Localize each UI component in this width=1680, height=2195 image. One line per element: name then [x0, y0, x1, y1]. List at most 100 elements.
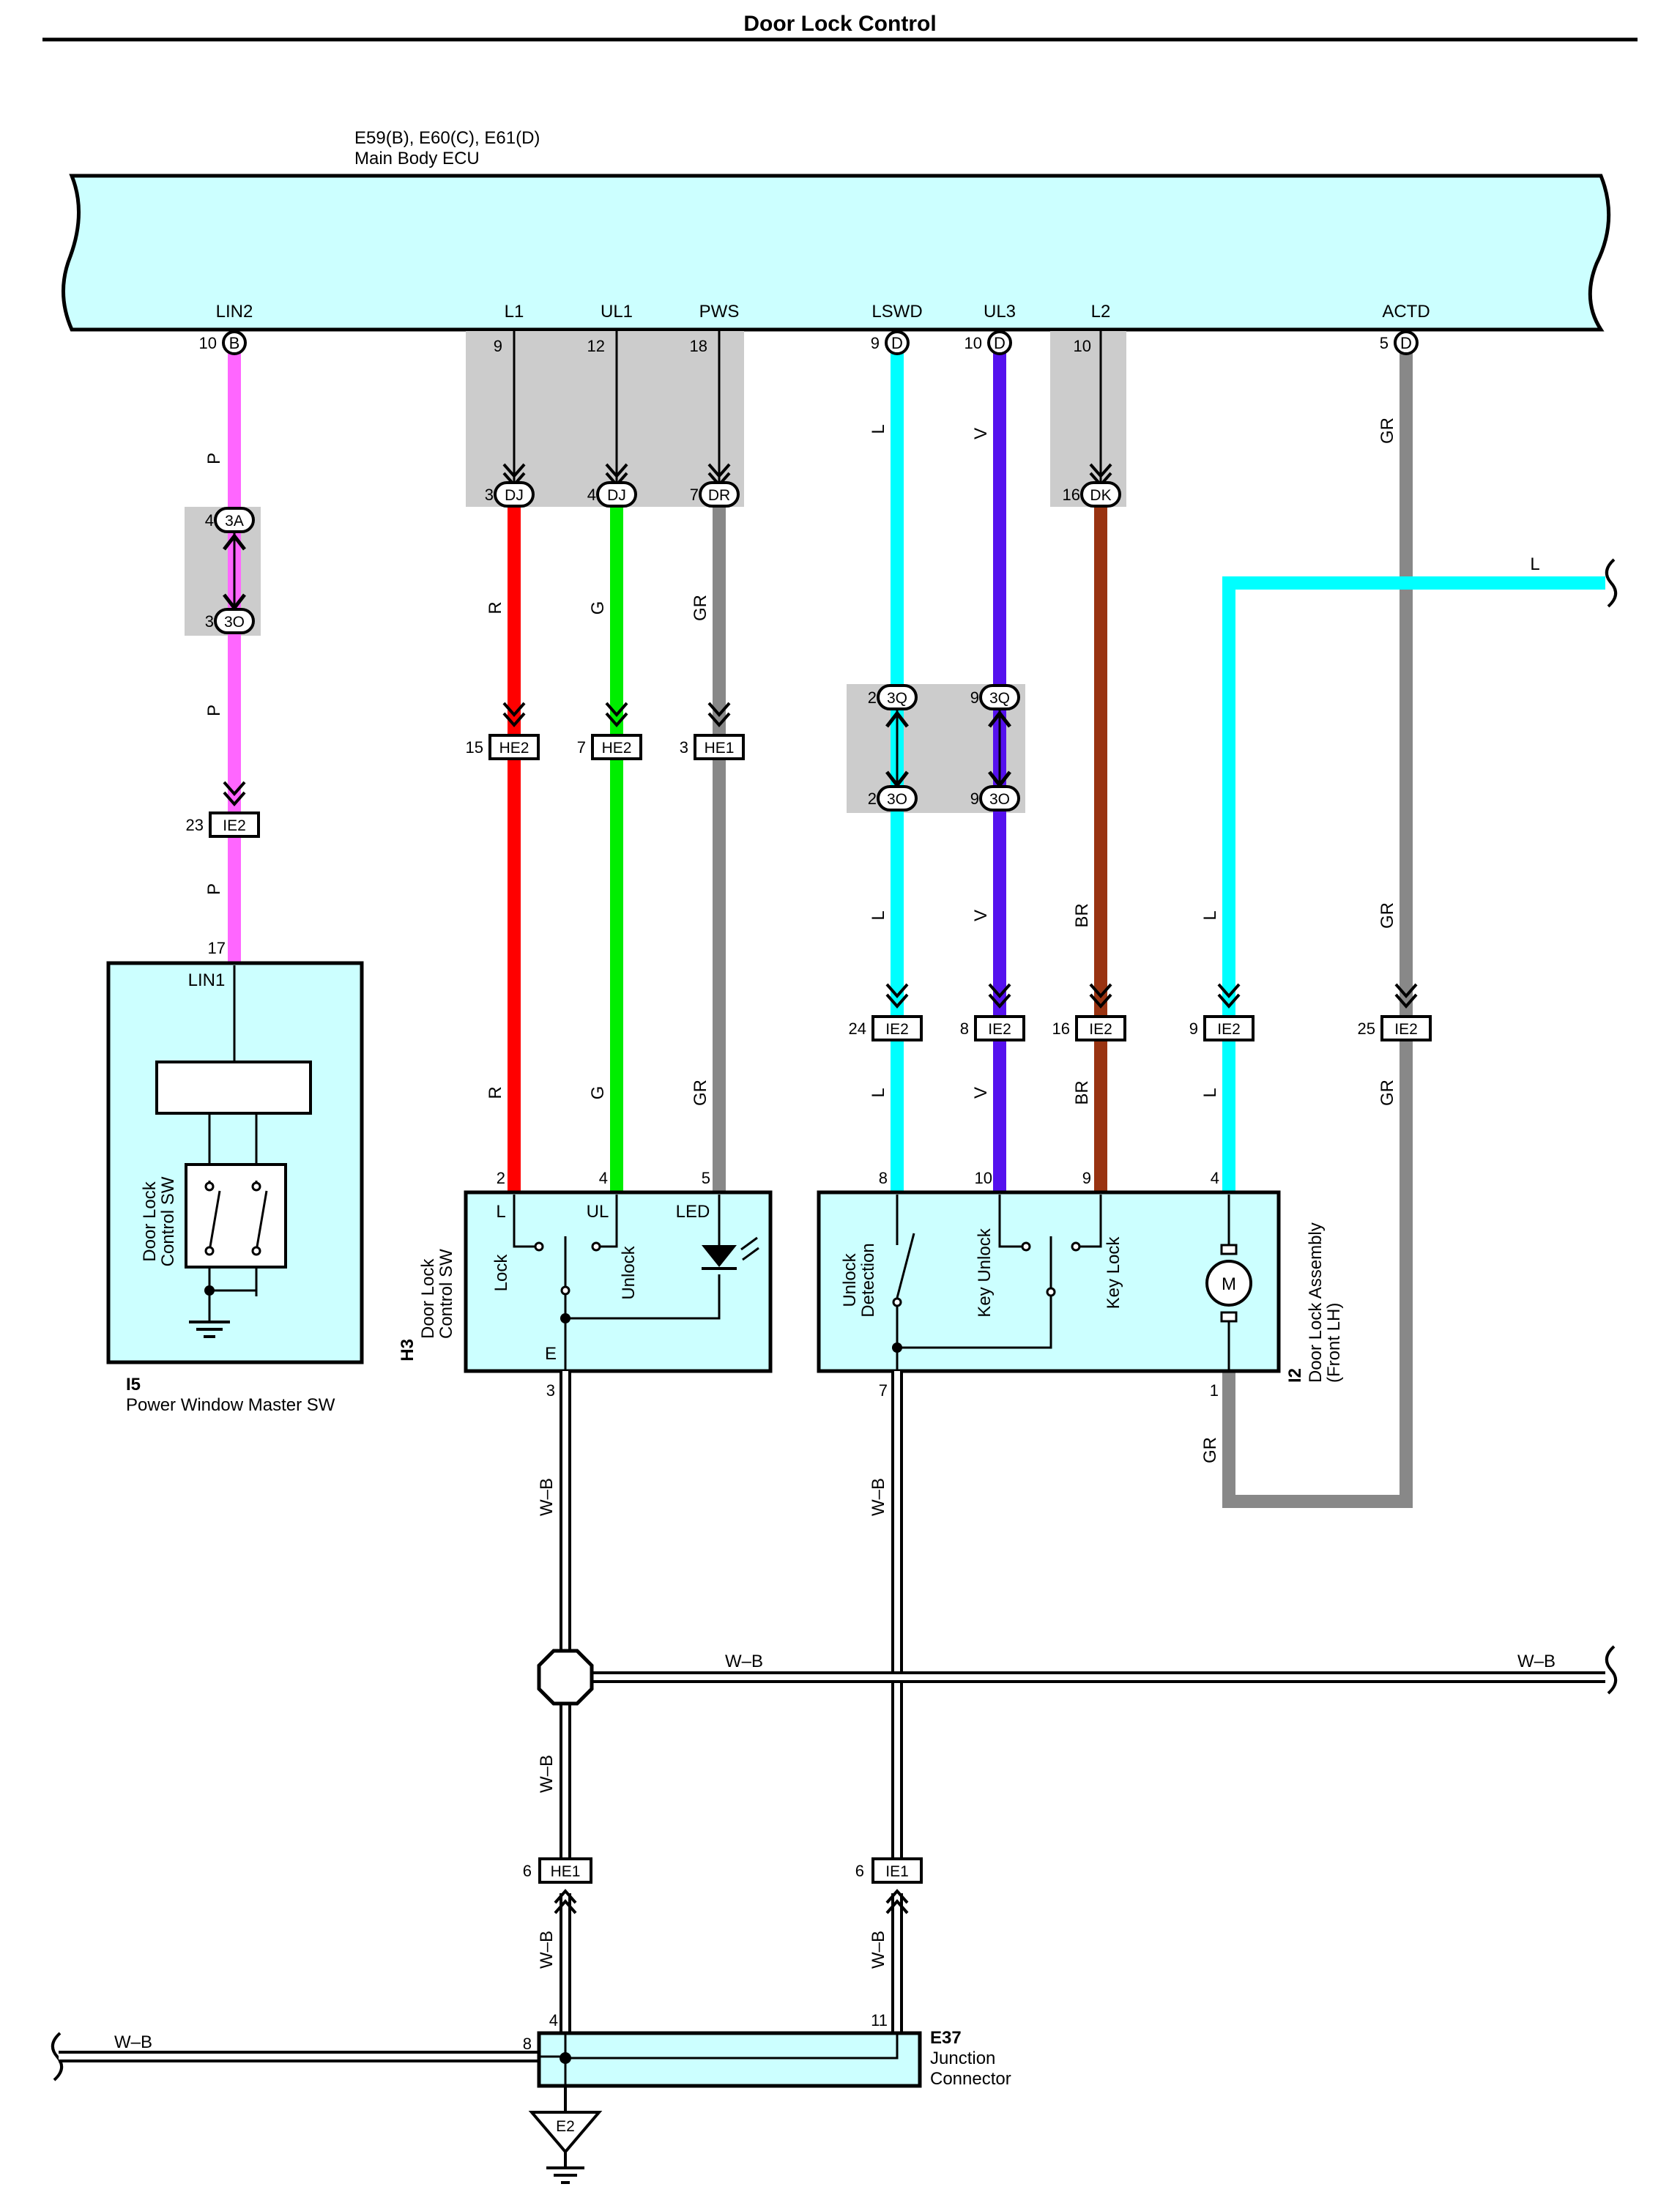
oval-dk-16: 16 DK	[1063, 481, 1121, 508]
svg-text:IE1: IE1	[885, 1863, 909, 1880]
svg-text:HE2: HE2	[602, 740, 632, 757]
ecu-pin-pws: 18	[690, 337, 707, 355]
svg-text:DK: DK	[1090, 487, 1111, 504]
connector-ie2-16: 16 IE2	[1052, 983, 1126, 1041]
svg-text:3: 3	[546, 1381, 555, 1400]
oval-3a: 4 3A	[205, 507, 255, 533]
connector-he2-15: 15 HE2	[466, 702, 540, 760]
i2-door-lock-assembly: 8 10 9 4 M Unlock Detection Key Unlock K…	[817, 1169, 1344, 1400]
svg-text:6: 6	[855, 1862, 864, 1880]
splice-point	[537, 1649, 594, 1706]
svg-text:I2: I2	[1285, 1368, 1305, 1383]
svg-text:Door Lock Assembly: Door Lock Assembly	[1306, 1222, 1326, 1383]
oval-3o-pink: 3 3O	[205, 608, 255, 634]
svg-text:11: 11	[871, 2011, 888, 2029]
ecu-pin-lswd: 9 D	[871, 330, 910, 355]
ecu-output-arrows	[502, 331, 1112, 486]
svg-text:9: 9	[871, 334, 880, 352]
svg-text:L: L	[496, 1202, 505, 1222]
svg-text:GR: GR	[1200, 1437, 1220, 1463]
svg-text:W–B: W–B	[114, 2032, 152, 2052]
oval-3o-9: 9 3O	[970, 785, 1020, 811]
svg-text:P: P	[204, 883, 224, 895]
svg-text:V: V	[971, 910, 991, 921]
svg-text:GR: GR	[1378, 902, 1397, 929]
svg-text:3Q: 3Q	[989, 690, 1010, 707]
svg-text:Door Lock: Door Lock	[418, 1258, 438, 1339]
i5-power-window-master-sw: 17 LIN1 Door Lock Control SW I5 Power Wi…	[106, 939, 364, 1415]
motor-icon	[1205, 1260, 1252, 1307]
svg-text:3O: 3O	[887, 791, 907, 808]
ecu-pin-lin2: 10 B	[199, 330, 247, 355]
svg-text:3: 3	[680, 738, 688, 757]
ecu-pin-l1: 9	[494, 337, 502, 355]
ecu-terminal-l2: L2	[1091, 302, 1111, 322]
svg-text:9: 9	[970, 688, 979, 707]
shade-dj-dr	[466, 331, 744, 507]
svg-text:GR: GR	[691, 1080, 710, 1106]
svg-text:Lock: Lock	[491, 1254, 511, 1292]
svg-text:Connector: Connector	[930, 2069, 1011, 2089]
svg-text:V: V	[971, 1087, 991, 1099]
svg-text:P: P	[204, 705, 224, 716]
oval-dj-4: 4 DJ	[587, 481, 637, 508]
svg-text:HE1: HE1	[551, 1863, 581, 1880]
svg-text:IE2: IE2	[223, 817, 246, 834]
svg-text:H3: H3	[398, 1339, 417, 1362]
svg-text:B: B	[229, 334, 240, 352]
svg-text:DJ: DJ	[505, 487, 524, 504]
svg-text:P: P	[204, 453, 224, 464]
oval-3q-9: 9 3Q	[970, 684, 1020, 710]
ecu-pin-ul1: 12	[587, 337, 605, 355]
svg-text:Junction: Junction	[930, 2049, 995, 2068]
svg-text:HE1: HE1	[705, 740, 735, 757]
svg-text:G: G	[588, 601, 608, 615]
svg-text:W–B: W–B	[537, 1478, 557, 1516]
wire-continues-right	[51, 558, 1617, 2081]
connector-ie2-8: 8 IE2	[960, 983, 1025, 1041]
svg-text:G: G	[588, 1086, 608, 1100]
ecu-terminal-lswd: LSWD	[871, 302, 922, 322]
svg-text:Control SW: Control SW	[436, 1249, 456, 1339]
shade-dk	[1050, 331, 1126, 507]
connector-he1-3: 3 HE1	[680, 702, 745, 760]
svg-text:Detection: Detection	[858, 1243, 878, 1317]
svg-text:UL: UL	[587, 1202, 609, 1222]
svg-text:25: 25	[1358, 1019, 1375, 1038]
ecu-terminal-lin2: LIN2	[216, 302, 253, 322]
page-title: Door Lock Control	[743, 12, 936, 36]
svg-text:4: 4	[599, 1169, 608, 1187]
svg-text:E37: E37	[930, 2028, 962, 2048]
e37-junction-connector: 4 11 8 E37 Junction Connector	[523, 2011, 1011, 2089]
svg-text:W–B: W–B	[869, 1931, 888, 1969]
svg-text:GR: GR	[1378, 1080, 1397, 1106]
svg-text:BR: BR	[1072, 903, 1092, 927]
ecu-code: E59(B), E60(C), E61(D)	[354, 128, 540, 148]
svg-text:LIN1: LIN1	[188, 970, 226, 990]
svg-text:E2: E2	[556, 2118, 575, 2135]
svg-text:9: 9	[1189, 1019, 1198, 1038]
svg-text:D: D	[1400, 334, 1412, 352]
svg-text:D: D	[994, 334, 1006, 352]
svg-text:17: 17	[208, 939, 226, 957]
ecu-pin-l2: 10	[1074, 337, 1091, 355]
svg-text:Unlock: Unlock	[840, 1252, 860, 1307]
svg-text:3: 3	[205, 612, 214, 631]
svg-text:L: L	[869, 424, 888, 434]
svg-text:8: 8	[879, 1169, 888, 1187]
connector-ie1-6: 6 IE1	[855, 1857, 923, 1914]
svg-text:GR: GR	[1378, 417, 1397, 444]
svg-text:Control SW: Control SW	[158, 1176, 178, 1266]
svg-text:L: L	[1200, 910, 1220, 920]
svg-text:23: 23	[186, 816, 204, 834]
ecu-name: Main Body ECU	[354, 149, 480, 168]
svg-text:DR: DR	[708, 487, 730, 504]
wb-ground-wiring: W–B W–B W–B W–B W–B W–B W–B W–B	[59, 1371, 1605, 2062]
ground-e2: E2	[528, 2086, 603, 2184]
ecu-pin-actd: 5 D	[1380, 330, 1419, 355]
svg-text:3O: 3O	[989, 791, 1010, 808]
svg-text:W–B: W–B	[869, 1478, 888, 1516]
svg-text:10: 10	[975, 1169, 992, 1187]
